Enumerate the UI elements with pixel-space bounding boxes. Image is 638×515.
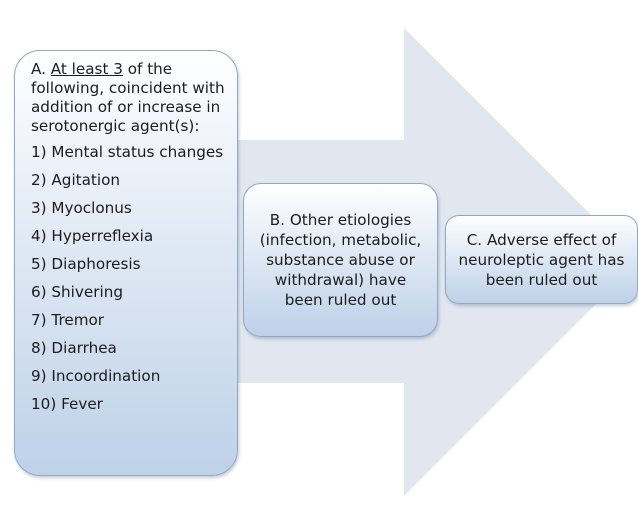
symptom-item: 2) Agitation xyxy=(31,171,121,189)
criterion-a-box: A. At least 3 of the following, coincide… xyxy=(14,50,238,476)
symptom-item: 3) Myoclonus xyxy=(31,199,132,217)
symptom-item: 1) Mental status changes xyxy=(31,143,224,161)
criterion-b-box: B. Other etiologies (infection, metaboli… xyxy=(243,183,438,337)
criterion-b-text: B. Other etiologies (infection, metaboli… xyxy=(259,211,422,309)
criterion-a-heading: A. At least 3 of the following, coincide… xyxy=(31,60,227,136)
symptom-list: 1) Mental status changes 2) Agitation 3)… xyxy=(31,143,227,414)
criterion-a-prefix: A. xyxy=(31,60,51,78)
symptom-item: 9) Incoordination xyxy=(31,367,161,385)
symptom-item: 5) Diaphoresis xyxy=(31,255,141,273)
symptom-item: 8) Diarrhea xyxy=(31,339,117,357)
symptom-item: 6) Shivering xyxy=(31,283,123,301)
criterion-c-text: C. Adverse effect of neuroleptic agent h… xyxy=(458,230,625,289)
criterion-a-threshold: At least 3 xyxy=(50,60,123,78)
symptom-item: 4) Hyperreflexia xyxy=(31,227,154,245)
criterion-a-description: of the following, coincident with additi… xyxy=(31,60,225,135)
symptom-item: 10) Fever xyxy=(31,395,103,413)
symptom-item: 7) Tremor xyxy=(31,311,105,329)
criterion-c-box: C. Adverse effect of neuroleptic agent h… xyxy=(445,215,638,304)
